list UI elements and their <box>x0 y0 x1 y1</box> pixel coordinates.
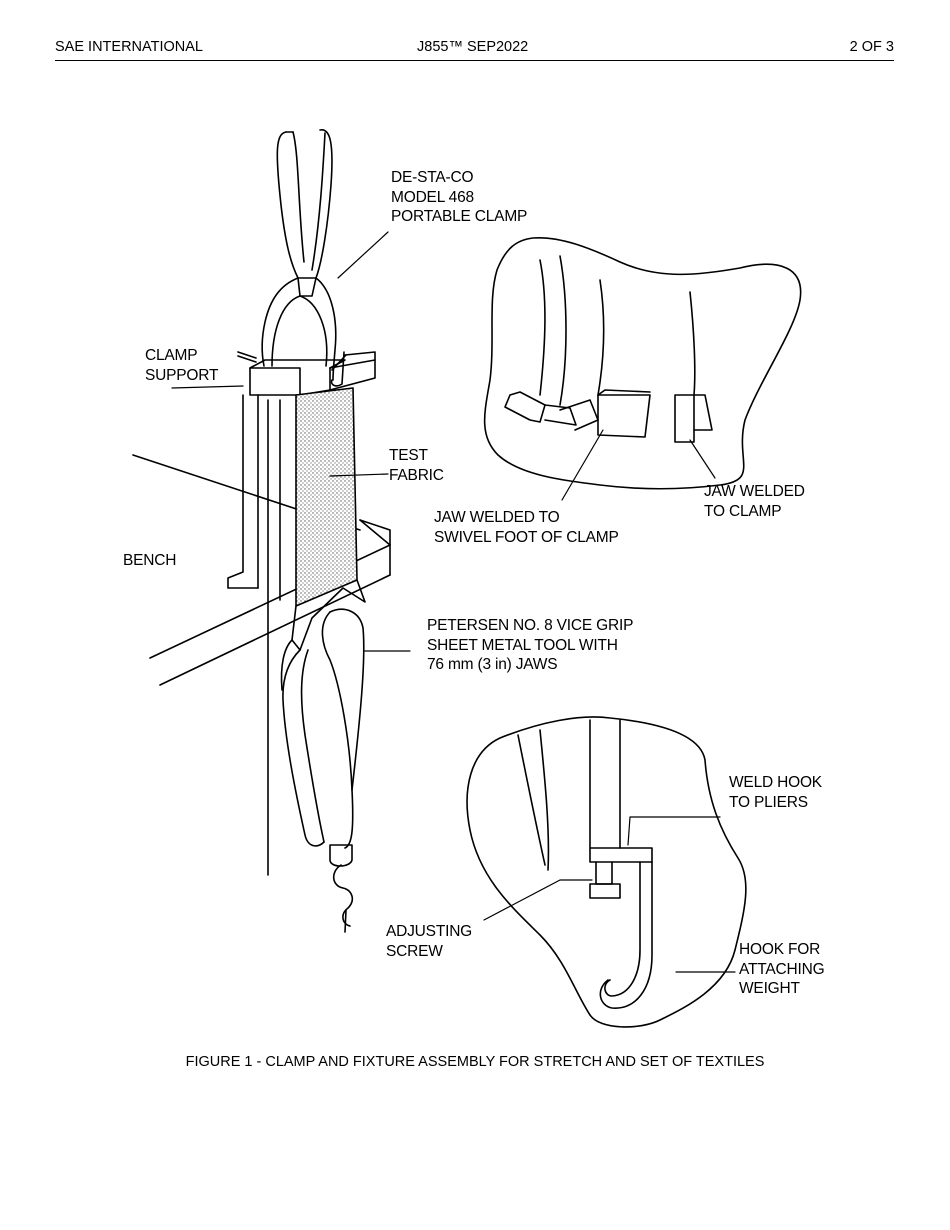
figure-caption: FIGURE 1 - CLAMP AND FIXTURE ASSEMBLY FO… <box>185 1054 765 1070</box>
label-clamp-support: CLAMP SUPPORT <box>145 347 219 384</box>
label-jaw-welded-swivel: JAW WELDED TO SWIVEL FOOT OF CLAMP <box>434 509 619 546</box>
header-page-number: 2 OF 3 <box>849 39 894 55</box>
leader-lines <box>171 231 736 973</box>
page-header: SAE INTERNATIONAL J855™ SEP2022 2 OF 3 <box>55 38 894 61</box>
label-petersen-vice-grip: PETERSEN NO. 8 VICE GRIP SHEET METAL TOO… <box>427 617 634 673</box>
destaco-clamp <box>261 129 347 387</box>
label-hook-weight: HOOK FOR ATTACHING WEIGHT <box>739 941 825 997</box>
detail-jaws <box>483 237 802 490</box>
vice-grip <box>280 579 366 933</box>
label-weld-hook: WELD HOOK TO PLIERS <box>729 774 822 811</box>
test-fabric <box>295 387 358 607</box>
label-test-fabric: TEST FABRIC <box>389 447 444 484</box>
label-destaco-clamp: DE-STA-CO MODEL 468 PORTABLE CLAMP <box>391 169 528 225</box>
detail-hook <box>466 716 747 1028</box>
header-doc-id: J855™ SEP2022 <box>417 39 529 55</box>
header-org: SAE INTERNATIONAL <box>55 39 203 55</box>
label-bench: BENCH <box>123 552 177 569</box>
label-jaw-welded-clamp: JAW WELDED TO CLAMP <box>704 483 805 520</box>
label-adjusting-screw: ADJUSTING SCREW <box>386 923 473 960</box>
